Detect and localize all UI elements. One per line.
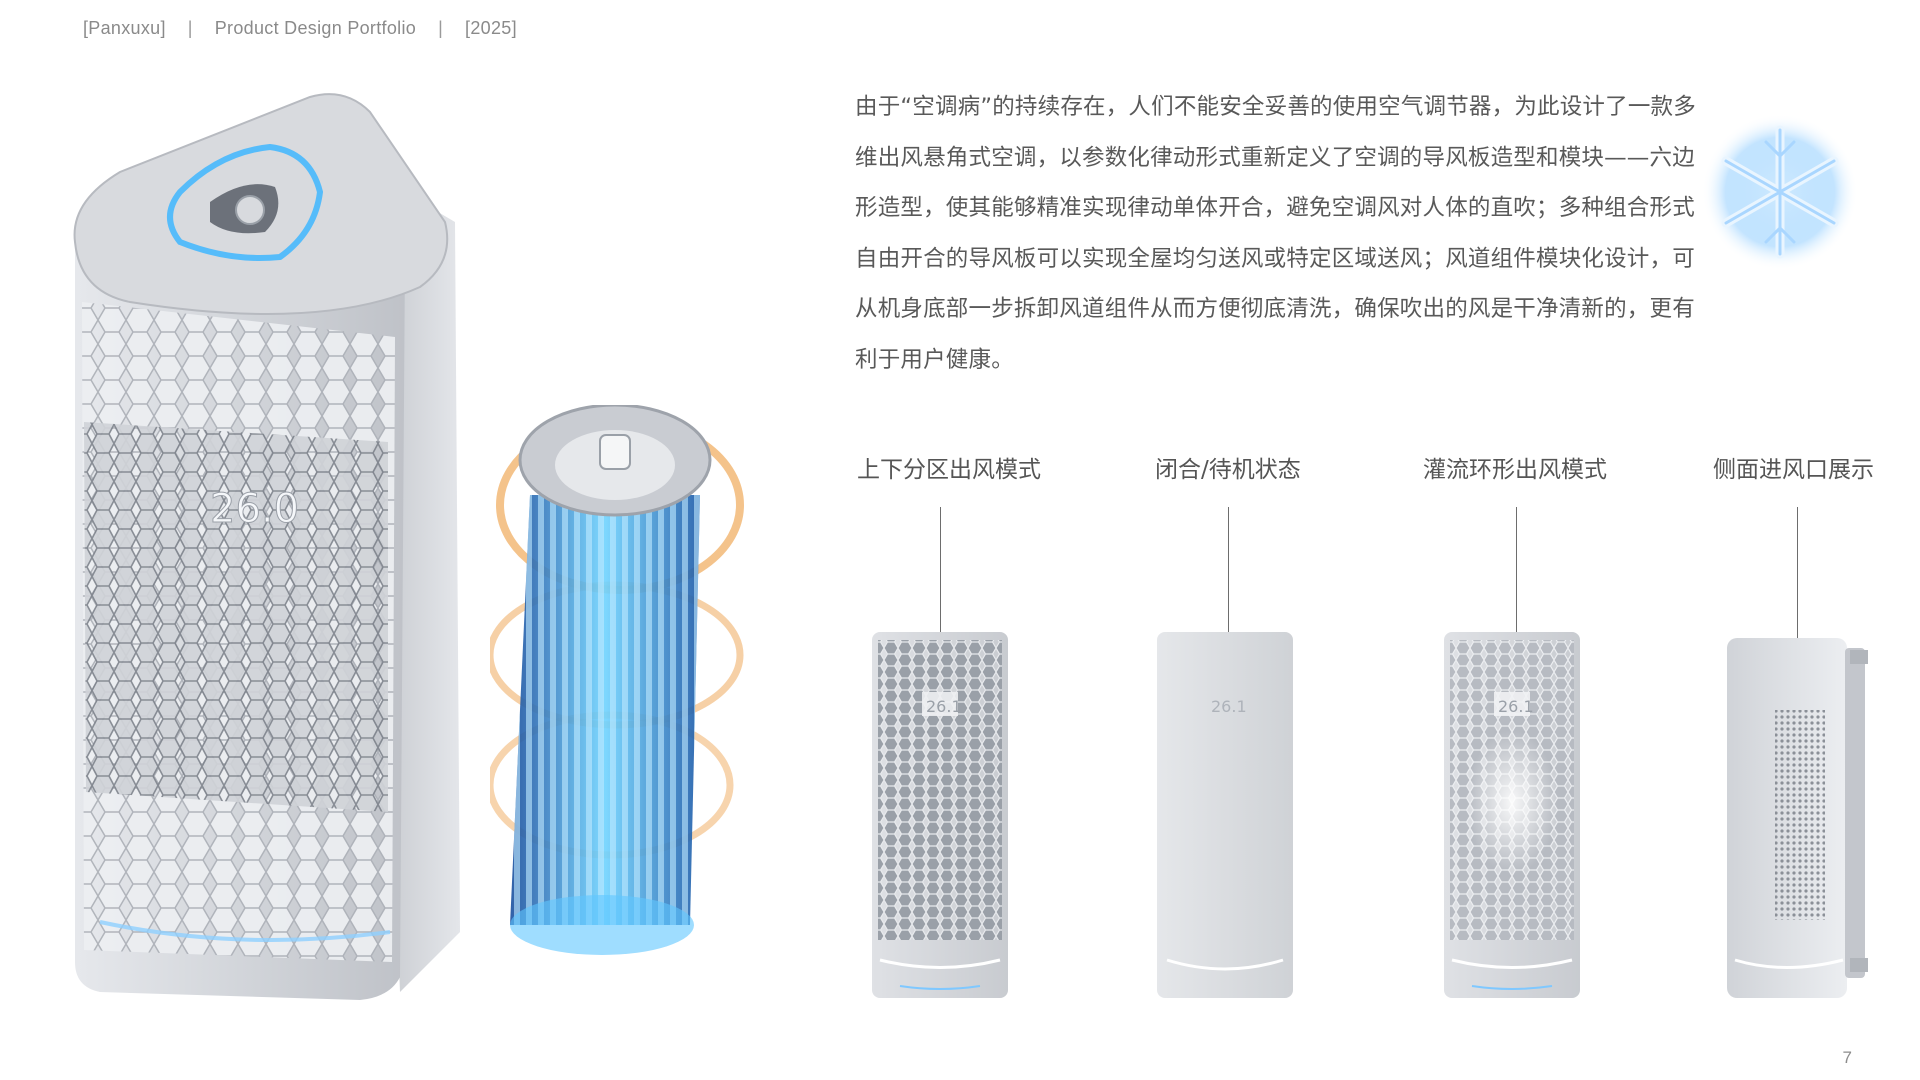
leader-line [1797, 507, 1798, 642]
thumb-display-reading: 26.1 [1211, 697, 1247, 716]
thumbnail-side-inlet [1727, 638, 1868, 998]
hero-product-render: 26.0 [73, 93, 460, 1000]
page-number: 7 [1842, 1048, 1852, 1067]
header-title: Product Design Portfolio [214, 18, 417, 38]
header-separator: | [187, 18, 193, 38]
snowflake-icon [1702, 114, 1858, 270]
header-separator: | [438, 18, 444, 38]
thumbnail-zoned-mode: 26.1 [872, 632, 1008, 998]
fan-module-render [490, 405, 744, 955]
thumb-display-reading: 26.1 [926, 697, 962, 716]
mode-label-loop: 灌流环形出风模式 [1423, 457, 1607, 483]
hero-display-reading: 26.0 [210, 486, 299, 532]
mode-label-zoned: 上下分区出风模式 [857, 457, 1041, 483]
header-year: [2025] [465, 18, 517, 38]
thumb-display-reading: 26.1 [1498, 697, 1534, 716]
thumbnail-closed-mode: 26.1 [1157, 632, 1293, 998]
header: [Panxuxu] | Product Design Portfolio | [… [83, 18, 517, 39]
leader-line [1516, 507, 1517, 642]
mode-label-side-inlet: 侧面进风口展示 [1713, 457, 1874, 483]
product-description: 由于“空调病”的持续存在，人们不能安全妥善的使用空气调节器，为此设计了一款多维出… [855, 94, 1696, 373]
leader-line [940, 507, 941, 642]
thumbnail-loop-mode: 26.1 [1444, 632, 1580, 998]
mode-label-closed: 闭合/待机状态 [1155, 457, 1301, 483]
header-author: [Panxuxu] [83, 18, 166, 38]
leader-line [1228, 507, 1229, 642]
